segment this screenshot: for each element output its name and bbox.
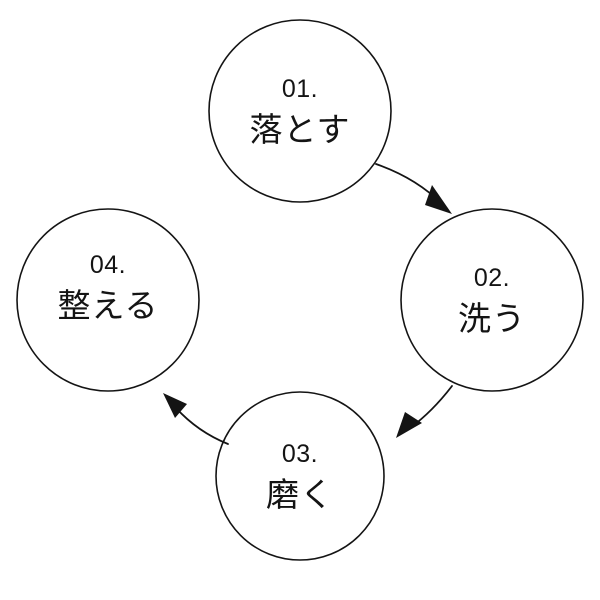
node-label-02: 02. 洗う [392, 264, 592, 337]
arrow-01-to-02-head [425, 185, 452, 214]
node-label-03: 03. 磨く [200, 440, 400, 513]
node-title-04: 整える [57, 287, 159, 324]
arrow-01-to-02 [375, 163, 452, 214]
arrow-03-to-04 [163, 393, 229, 445]
node-circle-02[interactable] [400, 208, 584, 392]
arrow-02-to-03-head [396, 412, 422, 438]
arrow-03-to-04-line [175, 407, 229, 445]
node-number-03: 03. [281, 440, 319, 468]
arrow-03-to-04-head [163, 393, 187, 418]
arrow-02-to-03 [396, 385, 453, 438]
node-number-04: 04. [89, 251, 127, 279]
node-title-01: 落とす [249, 111, 351, 148]
node-label-01: 01. 落とす [200, 75, 400, 148]
node-number-02: 02. [473, 264, 511, 292]
node-number-01: 01. [281, 75, 319, 103]
node-title-03: 磨く [266, 476, 334, 513]
node-circle-01[interactable] [208, 19, 392, 203]
node-title-02: 洗う [458, 300, 526, 337]
node-circle-03[interactable] [215, 391, 385, 561]
node-circle-04[interactable] [16, 208, 200, 392]
node-label-04: 04. 整える [8, 251, 208, 324]
